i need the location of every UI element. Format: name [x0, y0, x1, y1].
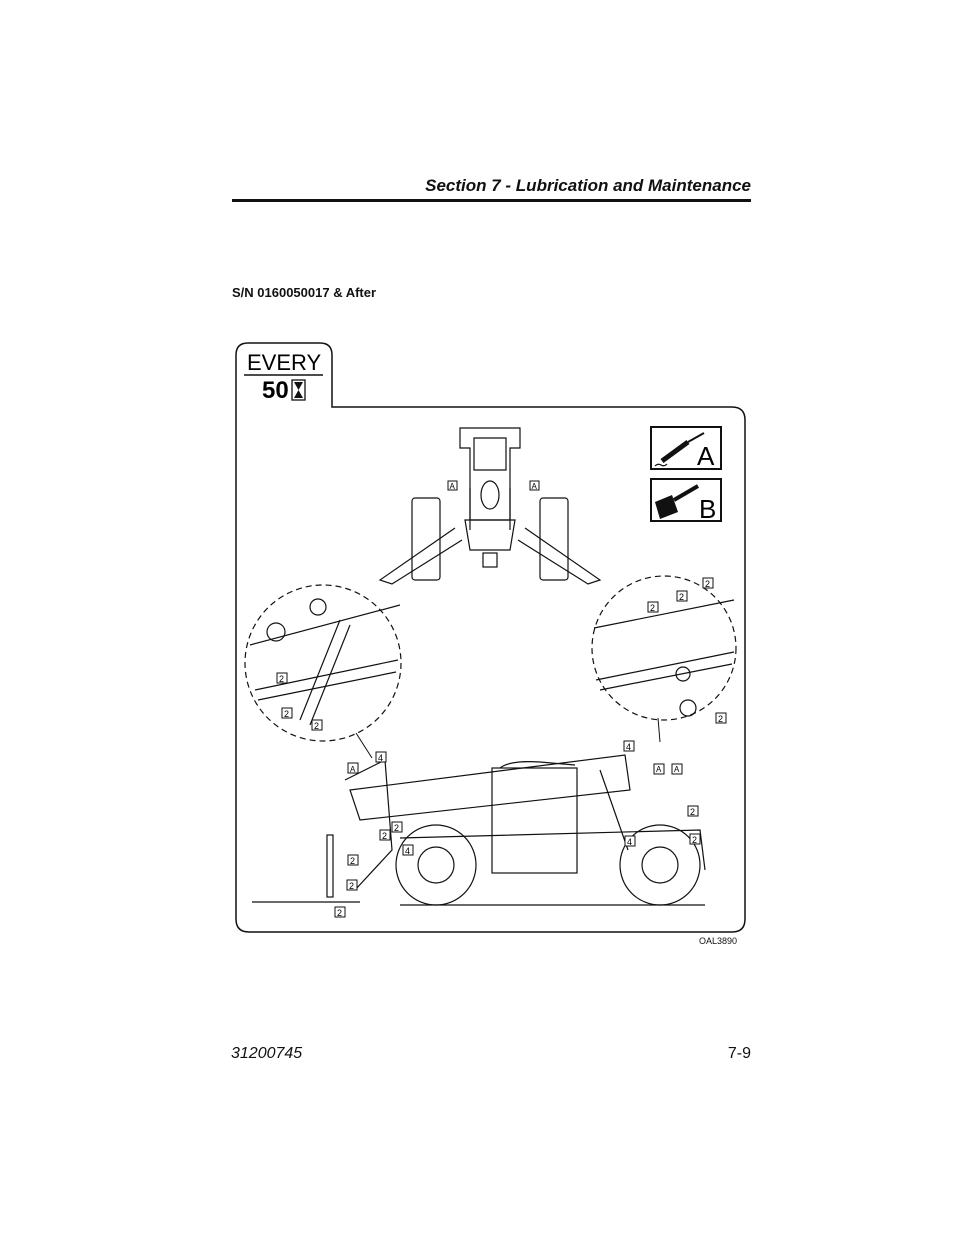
paint-brush-icon [655, 484, 700, 519]
side-view-callouts: A 4 4 A A 2 2 4 2 2 2 4 2 2 [334, 740, 701, 918]
svg-text:2: 2 [314, 721, 319, 731]
svg-text:2: 2 [382, 831, 387, 841]
page-number: 7-9 [727, 1045, 751, 1062]
interval-value: 50 [262, 377, 289, 404]
svg-text:A: A [532, 482, 538, 491]
svg-text:4: 4 [626, 742, 631, 752]
svg-text:2: 2 [279, 674, 284, 684]
svg-text:2: 2 [690, 807, 695, 817]
svg-text:2: 2 [349, 881, 354, 891]
svg-text:2: 2 [394, 823, 399, 833]
svg-text:2: 2 [679, 592, 684, 602]
svg-text:A: A [350, 765, 356, 774]
legend-grease-gun: A [650, 426, 722, 471]
side-view-drawing [252, 754, 706, 906]
every-label: EVERY [247, 350, 322, 375]
legend-letter-b: B [699, 494, 716, 524]
legend-letter-a: A [697, 441, 715, 471]
legend-paint-brush: B [650, 478, 722, 524]
svg-text:A: A [450, 482, 456, 491]
grease-gun-icon [654, 432, 705, 467]
svg-text:2: 2 [692, 835, 697, 845]
svg-text:2: 2 [284, 709, 289, 719]
svg-text:2: 2 [650, 603, 655, 613]
svg-text:2: 2 [337, 908, 342, 918]
svg-text:2: 2 [350, 856, 355, 866]
svg-text:2: 2 [718, 714, 723, 724]
svg-text:A: A [674, 765, 680, 774]
section-title: Section 7 - Lubrication and Maintenance [425, 176, 751, 195]
right-detail-view: 2 2 2 2 [591, 575, 737, 724]
serial-number-heading: S/N 0160050017 & After [232, 285, 377, 300]
figure-id: OAL3890 [699, 936, 738, 946]
hourglass-icon [291, 379, 306, 401]
rear-view-drawing [378, 427, 602, 585]
svg-text:4: 4 [405, 846, 410, 856]
svg-text:4: 4 [627, 837, 632, 847]
document-number: 31200745 [231, 1045, 303, 1062]
svg-text:4: 4 [378, 753, 383, 763]
svg-text:2: 2 [705, 579, 710, 589]
svg-text:A: A [656, 765, 662, 774]
header-divider [232, 199, 751, 202]
left-detail-view: 2 2 2 [244, 584, 402, 742]
rear-grease-callouts: A A [447, 480, 540, 491]
diagram-frame [235, 342, 746, 933]
